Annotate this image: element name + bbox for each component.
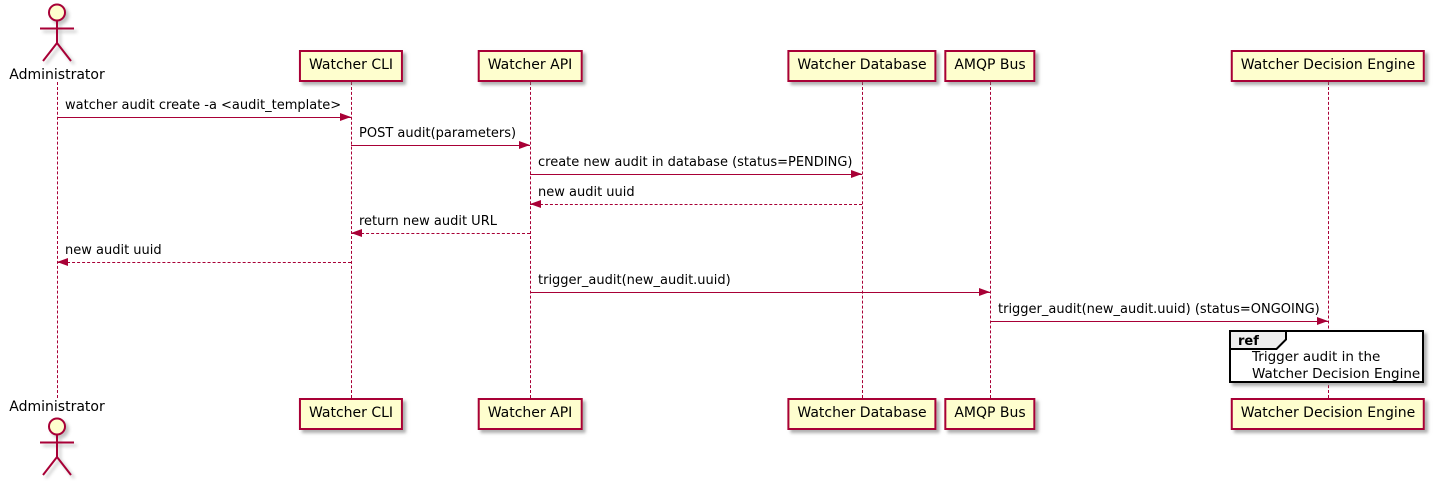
message-line [990,321,1328,322]
participant-label: Watcher Database [797,57,927,73]
message-line [351,145,530,146]
message-line [530,204,862,205]
message-label: new audit uuid [65,243,162,258]
participant-label: Watcher Decision Engine [1240,57,1416,73]
arrowhead-icon [340,113,351,121]
message-label: create new audit in database (status=PEN… [538,155,853,170]
ref-line: Trigger audit in the [1252,349,1381,365]
actor-icon [40,3,74,62]
message-line [530,292,990,293]
participant-bottom-amqp-bus: AMQP Bus [944,398,1036,430]
lifeline-watcher-cli [351,82,352,398]
message-line [351,233,530,234]
arrowhead-icon [57,258,68,266]
participant-label: Watcher Database [797,405,927,421]
participant-top-amqp-bus: AMQP Bus [944,50,1036,82]
participant-bottom-watcher-decision-engine: Watcher Decision Engine [1230,398,1426,430]
participant-top-watcher-api: Watcher API [477,50,583,82]
participant-label: AMQP Bus [954,405,1026,421]
participant-label: Watcher Decision Engine [1240,405,1416,421]
message-line [57,262,351,263]
participant-label: Watcher API [487,405,573,421]
participant-label: Watcher CLI [308,57,394,73]
lifeline-watcher-decision-engine [1328,82,1329,398]
actor-label-top: Administrator [9,67,105,83]
participant-bottom-watcher-database: Watcher Database [787,398,937,430]
message-label: POST audit(parameters) [359,126,517,141]
participant-bottom-watcher-api: Watcher API [477,398,583,430]
message-label: watcher audit create -a <audit_template> [65,98,342,113]
arrowhead-icon [851,170,862,178]
actor-figure-top [26,2,88,68]
actor-figure-bottom [26,416,88,482]
participant-top-watcher-cli: Watcher CLI [298,50,404,82]
lifeline-watcher-api [530,82,531,398]
message-label: trigger_audit(new_audit.uuid) (status=ON… [998,302,1320,317]
actor-label-bottom: Administrator [9,399,105,415]
arrowhead-icon [1317,317,1328,325]
arrowhead-icon [519,141,530,149]
participant-label: AMQP Bus [954,57,1026,73]
ref-keyword-tab: ref [1229,330,1293,355]
participant-label: Watcher CLI [308,405,394,421]
message-line [57,117,351,118]
participant-top-watcher-decision-engine: Watcher Decision Engine [1230,50,1426,82]
participant-label: Watcher API [487,57,573,73]
ref-line: Watcher Decision Engine [1252,366,1421,382]
message-label: trigger_audit(new_audit.uuid) [538,273,731,288]
arrowhead-icon [530,200,541,208]
arrowhead-icon [979,288,990,296]
message-label: return new audit URL [359,214,497,229]
lifeline-amqp-bus [990,82,991,398]
actor-icon [40,417,74,476]
participant-bottom-watcher-cli: Watcher CLI [298,398,404,430]
message-label: new audit uuid [538,185,635,200]
message-line [530,174,862,175]
lifeline-watcher-database [862,82,863,398]
arrowhead-icon [351,229,362,237]
ref-keyword-label: ref [1238,334,1259,349]
participant-top-watcher-database: Watcher Database [787,50,937,82]
lifeline-administrator [57,82,58,398]
